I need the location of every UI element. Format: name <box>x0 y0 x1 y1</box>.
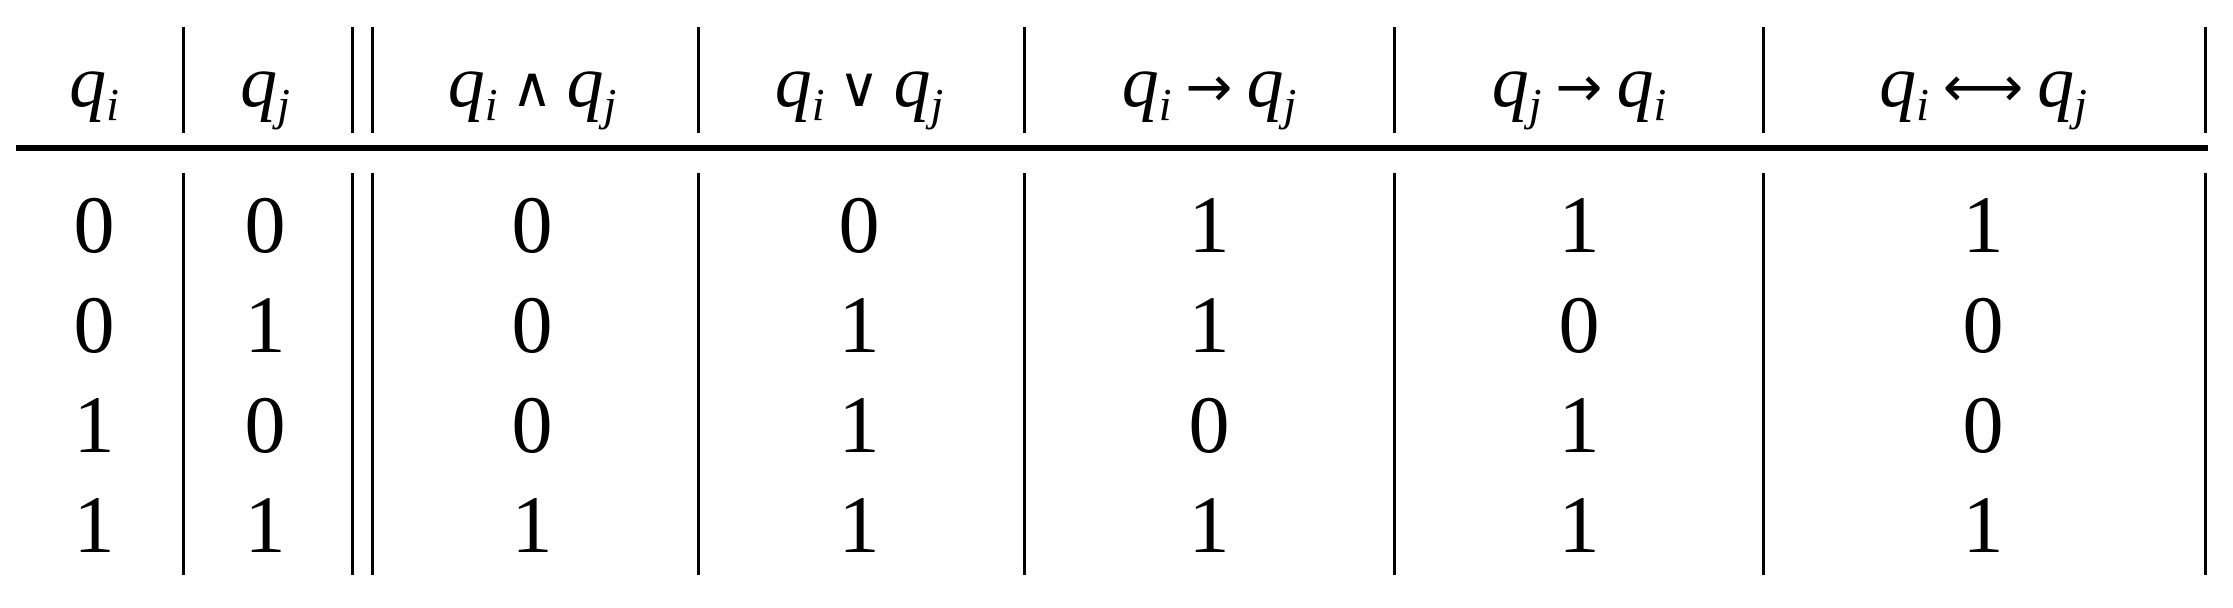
header-variable: q <box>1246 41 1284 123</box>
table-cell: 0 <box>511 379 553 470</box>
header-variable: q <box>240 41 278 123</box>
column-header: qi→qj <box>1122 40 1296 131</box>
logical-operator: ⟷ <box>1942 55 2024 120</box>
table-cell: 1 <box>73 379 115 470</box>
column-header: qj <box>240 40 290 131</box>
column-divider <box>2204 27 2207 133</box>
column-divider <box>371 27 374 133</box>
table-cell: 1 <box>244 279 286 370</box>
table-cell: 0 <box>1558 279 1600 370</box>
table-cell: 0 <box>73 179 115 270</box>
table-cell: 0 <box>511 179 553 270</box>
header-subscript: j <box>1283 79 1297 130</box>
table-cell: 1 <box>1558 379 1600 470</box>
table-cell: 1 <box>1188 179 1230 270</box>
table-cell: 1 <box>1188 479 1230 570</box>
column-divider <box>1393 173 1396 575</box>
logical-operator: ∧ <box>511 55 553 120</box>
column-divider <box>1023 173 1026 575</box>
column-divider <box>1762 27 1765 133</box>
table-cell: 0 <box>244 179 286 270</box>
table-cell: 1 <box>1558 479 1600 570</box>
header-variable: q <box>1121 41 1159 123</box>
column-divider <box>1023 27 1026 133</box>
column-header: qi∧qj <box>448 40 617 131</box>
column-divider <box>697 27 700 133</box>
header-subscript: j <box>603 79 617 130</box>
header-variable: q <box>1491 41 1529 123</box>
table-cell: 0 <box>838 179 880 270</box>
header-subscript: i <box>1916 79 1929 130</box>
header-variable: q <box>893 41 931 123</box>
table-cell: 1 <box>838 479 880 570</box>
table-cell: 1 <box>511 479 553 570</box>
table-cell: 0 <box>1962 379 2004 470</box>
header-variable: q <box>1616 41 1654 123</box>
table-cell: 0 <box>73 279 115 370</box>
header-variable: q <box>566 41 604 123</box>
header-subscript: i <box>1158 79 1172 130</box>
table-cell: 1 <box>1558 179 1600 270</box>
table-cell: 1 <box>244 479 286 570</box>
header-subscript: j <box>277 79 290 130</box>
logical-operator: ∨ <box>838 55 880 120</box>
header-subscript: i <box>484 79 498 130</box>
column-divider <box>697 173 700 575</box>
table-cell: 1 <box>838 379 880 470</box>
column-divider <box>2204 173 2207 575</box>
table-cell: 0 <box>1188 379 1230 470</box>
logical-operator: → <box>1555 55 1603 120</box>
table-cell: 1 <box>73 479 115 570</box>
column-header: qj→qi <box>1492 40 1666 131</box>
header-variable: q <box>774 41 812 123</box>
column-header: qi∨qj <box>775 40 944 131</box>
table-cell: 1 <box>1962 179 2004 270</box>
column-header: qi <box>69 40 119 131</box>
header-variable: q <box>69 41 107 123</box>
header-rule <box>16 145 2208 151</box>
table-cell: 0 <box>244 379 286 470</box>
header-variable: q <box>447 41 485 123</box>
column-divider <box>182 27 185 133</box>
column-header: qi⟷qj <box>1879 40 2087 131</box>
header-subscript: i <box>811 79 825 130</box>
table-cell: 0 <box>1962 279 2004 370</box>
column-divider <box>351 173 354 575</box>
column-divider <box>351 27 354 133</box>
header-subscript: i <box>1653 79 1667 130</box>
header-subscript: i <box>106 79 119 130</box>
table-cell: 0 <box>511 279 553 370</box>
column-divider <box>182 173 185 575</box>
column-divider <box>1762 173 1765 575</box>
table-cell: 1 <box>1962 479 2004 570</box>
header-subscript: j <box>930 79 944 130</box>
header-variable: q <box>1879 41 1917 123</box>
header-variable: q <box>2037 41 2075 123</box>
table-cell: 1 <box>838 279 880 370</box>
table-cell: 1 <box>1188 279 1230 370</box>
header-subscript: j <box>2074 79 2087 130</box>
header-subscript: j <box>1528 79 1542 130</box>
column-divider <box>1393 27 1396 133</box>
column-divider <box>371 173 374 575</box>
logical-operator: → <box>1185 55 1233 120</box>
